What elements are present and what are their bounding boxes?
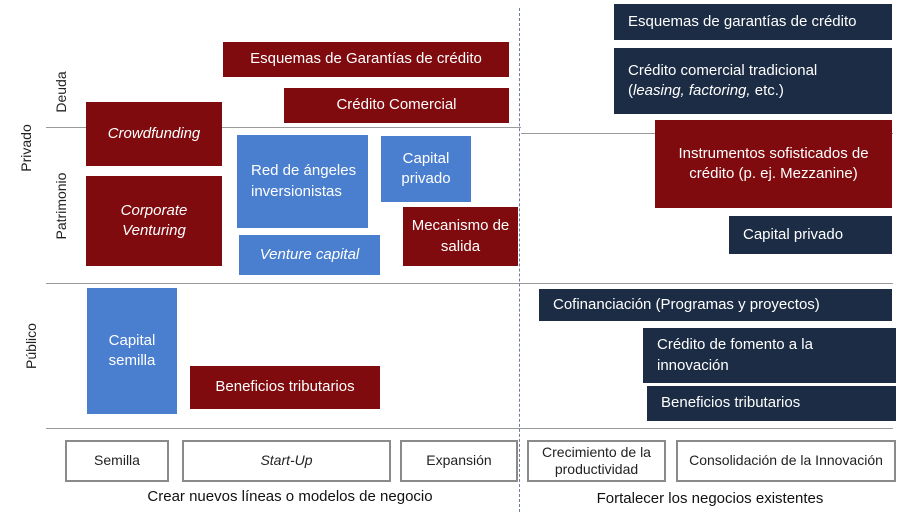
box-capital-semilla: Capital semilla	[87, 288, 177, 414]
stage-startup: Start-Up	[182, 440, 391, 482]
box-credito-comercial: Crédito Comercial	[284, 88, 509, 123]
box-crowdfunding: Crowdfunding	[86, 102, 222, 166]
label-privado: Privado	[18, 124, 34, 172]
credito-tradicional-italic: leasing, factoring,	[633, 82, 751, 99]
divider-deuda-patrimonio-left	[46, 127, 521, 128]
box-instrumentos-sofisticados: Instrumentos sofisticados de crédito (p.…	[655, 120, 892, 208]
box-credito-comercial-tradicional: Crédito comercial tradicional(leasing, f…	[614, 48, 892, 114]
credito-tradicional-text: Crédito comercial tradicional(leasing, f…	[628, 61, 818, 99]
box-venture-capital: Venture capital	[239, 235, 380, 275]
label-patrimonio: Patrimonio	[53, 172, 69, 240]
divider-publico-stages	[46, 428, 893, 429]
credito-tradicional-line1: Crédito comercial tradicional	[628, 61, 818, 79]
stage-consolidacion: Consolidación de la Innovación	[676, 440, 896, 482]
stage-semilla: Semilla	[65, 440, 169, 482]
divider-privado-publico	[46, 283, 893, 284]
box-beneficios-tributarios-right: Beneficios tributarios	[647, 386, 896, 421]
footer-left-caption: Crear nuevos líneas o modelos de negocio	[147, 488, 433, 505]
box-red-angeles: Red de ángeles inversionistas	[237, 135, 368, 228]
credito-tradicional-rest: etc.)	[750, 82, 784, 99]
box-corporate-venturing: Corporate Venturing	[86, 176, 222, 266]
stage-crecimiento: Crecimiento de la productividad	[527, 440, 666, 482]
vertical-dashed-divider	[519, 8, 520, 512]
label-publico: Público	[23, 323, 39, 369]
box-mecanismo-salida: Mecanismo de salida	[403, 207, 518, 266]
box-capital-privado-left: Capital privado	[381, 136, 471, 202]
box-esquemas-garantias-left: Esquemas de Garantías de crédito	[223, 42, 509, 77]
stage-expansion: Expansión	[400, 440, 518, 482]
box-cofinanciacion: Cofinanciación (Programas y proyectos)	[539, 289, 892, 321]
footer-right-caption: Fortalecer los negocios existentes	[596, 490, 824, 507]
box-credito-fomento: Crédito de fomento a la innovación	[643, 328, 896, 383]
red-angeles-label: Red de ángeles inversionistas	[251, 162, 357, 200]
box-esquemas-garantias-right: Esquemas de garantías de crédito	[614, 4, 892, 40]
label-deuda: Deuda	[53, 71, 69, 113]
box-capital-privado-right: Capital privado	[729, 216, 892, 254]
box-beneficios-tributarios-left: Beneficios tributarios	[190, 366, 380, 409]
